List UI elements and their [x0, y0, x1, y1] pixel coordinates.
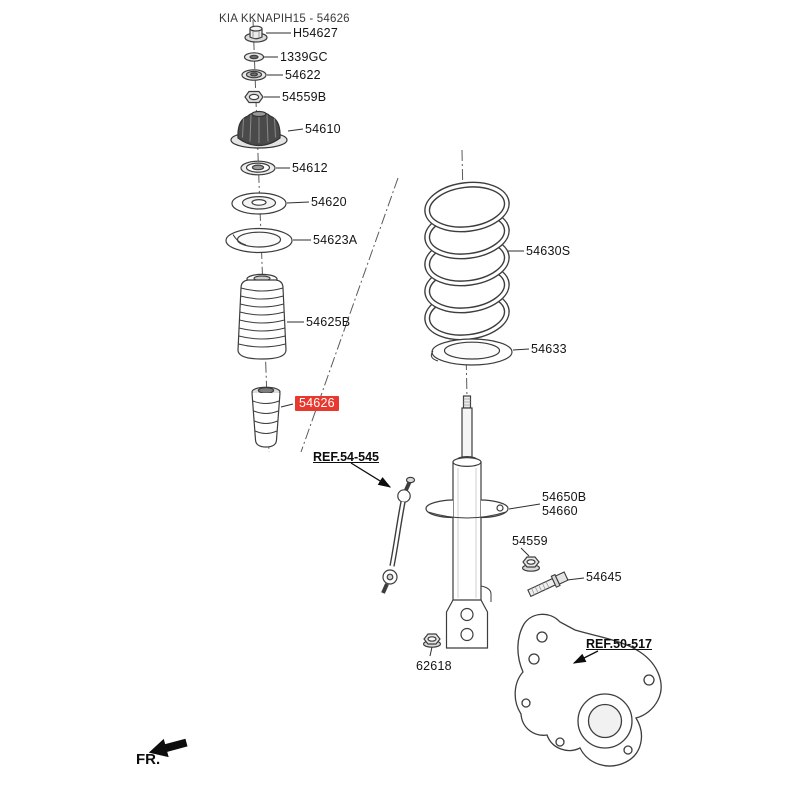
- stabilizer-link-drawing: [381, 476, 416, 594]
- steering-knuckle-drawing: [514, 613, 662, 767]
- nut-62618-drawing: [423, 633, 442, 648]
- leader-lines: [263, 32, 585, 657]
- part-label-54650b[interactable]: 54650B: [542, 490, 587, 504]
- part-label-54620[interactable]: 54620: [311, 195, 347, 209]
- flange-nut-h54627-drawing: [244, 25, 268, 43]
- part-label-54559[interactable]: 54559: [512, 534, 548, 548]
- ref-50-517-arrow: [572, 650, 599, 664]
- part-label-54645[interactable]: 54645: [586, 570, 622, 584]
- ref-arrows: [350, 462, 599, 664]
- page-title: KIA KKNAPIH15 - 54626: [219, 13, 350, 25]
- nut-54559b-drawing: [244, 90, 264, 104]
- part-label-54626-highlighted[interactable]: 54626: [295, 396, 339, 411]
- part-label-54559b[interactable]: 54559B: [282, 90, 327, 104]
- ref-54-545-arrow: [350, 462, 392, 488]
- part-label-54630s[interactable]: 54630S: [526, 244, 571, 258]
- part-label-54623a[interactable]: 54623A: [313, 233, 358, 247]
- part-label-62618[interactable]: 62618: [416, 659, 452, 673]
- part-label-1339gc[interactable]: 1339GC: [280, 50, 328, 64]
- spring-pad-54623a-drawing: [225, 227, 293, 254]
- bump-stopper-54626-drawing: [251, 386, 281, 448]
- strut-assembly-drawing: [425, 395, 509, 649]
- nut-54559-drawing: [521, 556, 540, 572]
- washer-54622-drawing: [241, 69, 267, 81]
- part-label-54610[interactable]: 54610: [305, 122, 341, 136]
- dust-cover-54625b-drawing: [237, 273, 287, 360]
- bolt-54645-drawing: [527, 571, 569, 598]
- part-label-54612[interactable]: 54612: [292, 161, 328, 175]
- strut-mount-54610-drawing: [230, 110, 288, 149]
- washer-1339gc-drawing: [243, 52, 265, 62]
- part-label-54625b[interactable]: 54625B: [306, 315, 351, 329]
- spring-seat-54620-drawing: [231, 192, 287, 215]
- part-label-54660[interactable]: 54660: [542, 504, 578, 518]
- spring-pad-54633-drawing: [430, 338, 513, 366]
- bearing-54612-drawing: [240, 160, 276, 176]
- fr-label: FR.: [136, 751, 161, 768]
- fr-direction-arrow-icon: [148, 738, 188, 758]
- part-label-h54627[interactable]: H54627: [293, 26, 338, 40]
- ref-label-54-545[interactable]: REF.54-545: [313, 450, 380, 464]
- ref-label-50-517[interactable]: REF.50-517: [586, 637, 653, 651]
- part-label-54622[interactable]: 54622: [285, 68, 321, 82]
- coil-spring-54630s-drawing: [424, 181, 510, 341]
- part-label-54633[interactable]: 54633: [531, 342, 567, 356]
